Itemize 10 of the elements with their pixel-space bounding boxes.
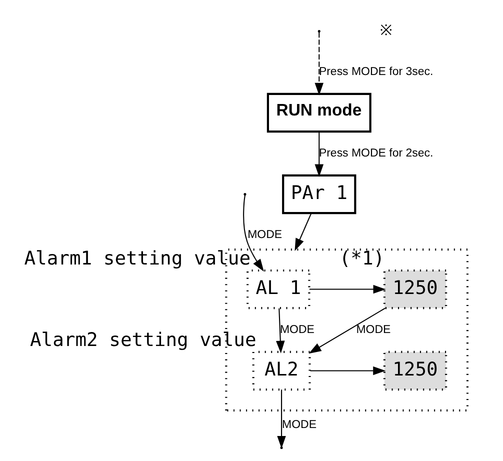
edge-label: MODE [356, 324, 391, 336]
node-label: Alarm2 setting value [30, 330, 256, 352]
label: ※ [380, 23, 392, 40]
edge-label: Press MODE for 3sec. [318, 66, 434, 78]
edge-label: MODE [282, 419, 317, 432]
edge-label: MODE [280, 324, 314, 336]
node-label: Alarm1 setting value [24, 248, 251, 270]
node-label: (*1) [339, 248, 385, 270]
edge-label: Press MODE for 2sec. [318, 147, 434, 160]
edge-label: MODE [248, 228, 282, 241]
